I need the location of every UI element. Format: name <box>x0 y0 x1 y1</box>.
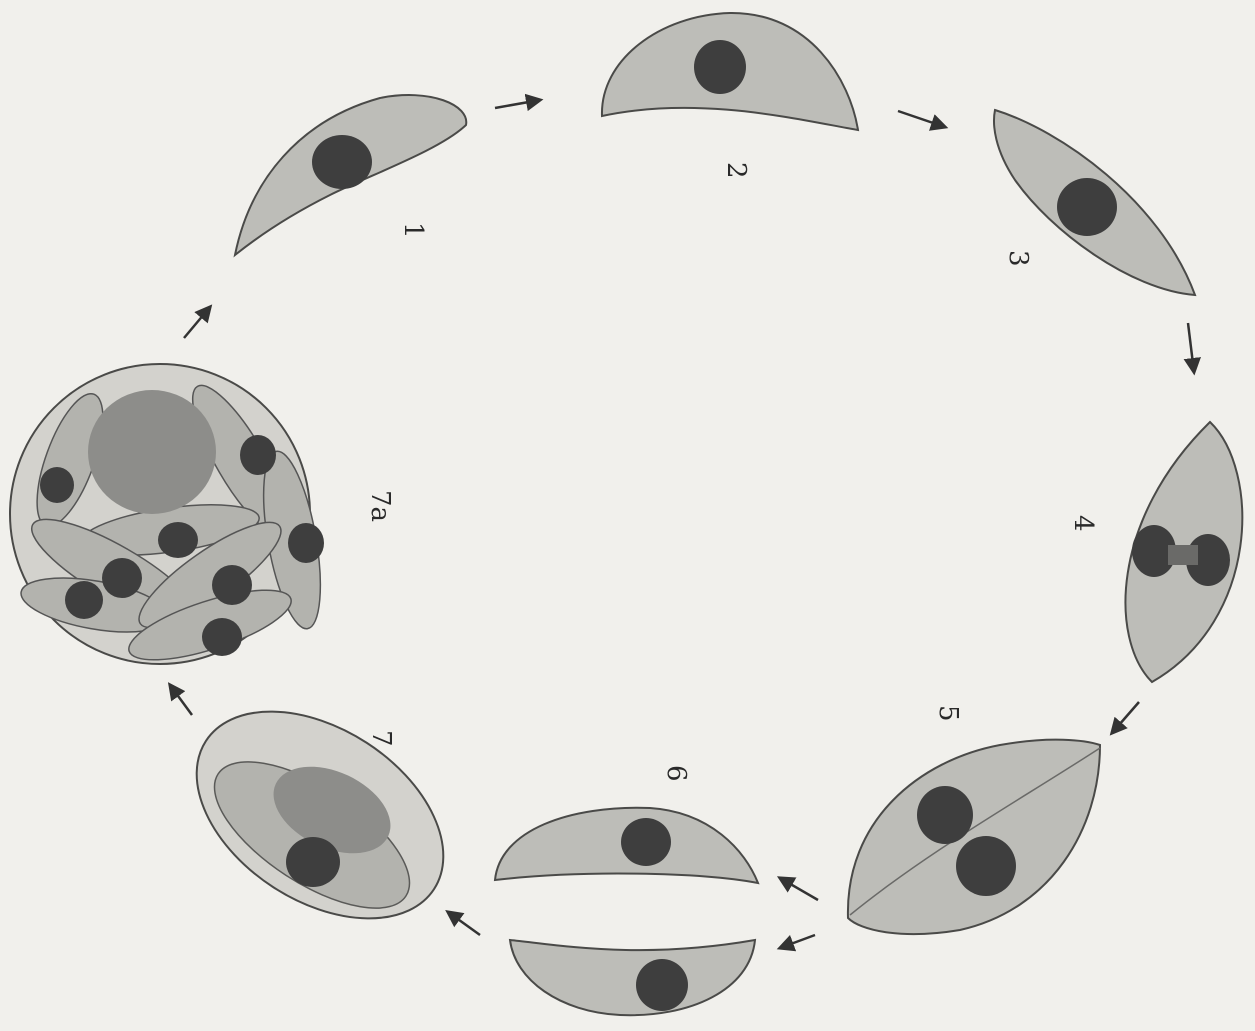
stage-6-label: 6 <box>661 765 691 782</box>
arrow-6-to-7 <box>448 912 480 935</box>
arrow-7-to-7a <box>170 685 192 715</box>
large-nucleus <box>88 390 216 514</box>
stage-3-label: 3 <box>1003 250 1033 267</box>
stage-7a-label: 7a <box>365 490 395 522</box>
stage-7-label: 7 <box>366 730 396 747</box>
stage-7-host-cell <box>159 669 481 961</box>
nucleus <box>212 565 252 605</box>
arrow-3-to-4 <box>1188 323 1194 372</box>
nucleus <box>917 786 973 844</box>
stage-6-upper-cell <box>495 808 758 883</box>
stage-5-cell <box>848 740 1100 934</box>
nucleus <box>312 135 372 189</box>
nucleus <box>40 467 74 503</box>
nucleus <box>636 959 688 1011</box>
stage-2-label: 2 <box>721 162 751 179</box>
arrow-5-to-6-upper <box>780 878 818 900</box>
stage-1-label: 1 <box>398 222 428 239</box>
stage-2-cell <box>602 13 858 130</box>
stage-7a-host-cell <box>10 364 331 674</box>
arrow-5-to-6-lower <box>780 935 815 948</box>
nucleus <box>65 581 103 619</box>
stage-6-lower-cell <box>510 940 755 1015</box>
stage-4-cell <box>1125 422 1242 682</box>
nucleus <box>102 558 142 598</box>
nucleus <box>956 836 1016 896</box>
arrow-4-to-5 <box>1112 702 1139 733</box>
arrow-2-to-3 <box>898 111 945 127</box>
nucleus <box>694 40 746 94</box>
stage-1-cell <box>235 95 466 255</box>
nucleus <box>202 618 242 656</box>
nucleus <box>288 523 324 563</box>
nucleus <box>240 435 276 475</box>
nucleus <box>1057 178 1117 236</box>
arrow-7a-to-1 <box>184 307 210 338</box>
nucleus <box>286 837 340 887</box>
nucleus-bridge <box>1168 545 1198 565</box>
stage-4-label: 4 <box>1068 515 1098 532</box>
nucleus <box>158 522 198 558</box>
nucleus <box>621 818 671 866</box>
arrow-1-to-2 <box>495 100 540 108</box>
stage-5-label: 5 <box>933 705 963 722</box>
stage-3-cell <box>994 110 1195 295</box>
